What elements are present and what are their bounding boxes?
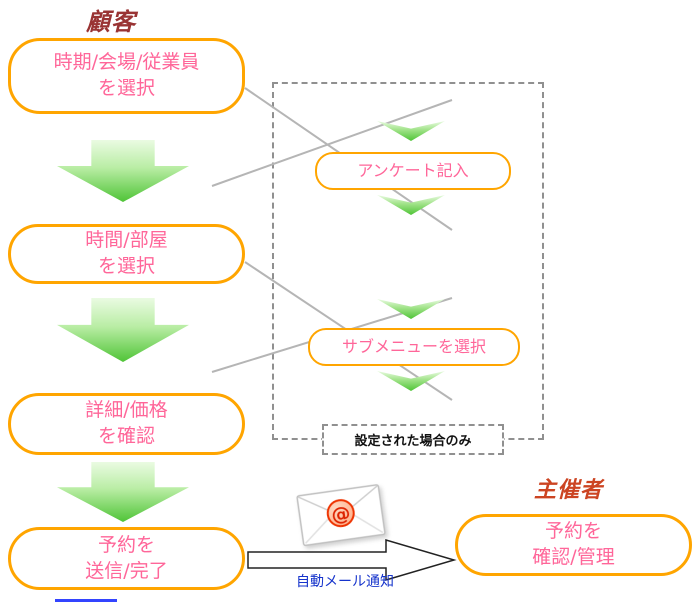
- step-label-line: を選択: [97, 255, 155, 277]
- step-organizer-confirm-manage: 予約を 確認/管理: [455, 514, 692, 576]
- organizer-section-title: 主催者: [534, 478, 604, 503]
- condition-note: 設定された場合のみ: [322, 424, 504, 455]
- optional-step-survey: アンケート記入: [315, 152, 511, 190]
- at-symbol-glyph: @: [330, 502, 352, 526]
- email-envelope-icon: @: [296, 484, 386, 547]
- down-arrow-icon: [57, 140, 189, 202]
- step-label-line: 時間/部屋: [85, 229, 168, 252]
- step-submit-reservation: 予約を 送信/完了: [8, 527, 245, 590]
- email-notify-arrow-icon: [247, 538, 457, 582]
- customer-section-title: 顧客: [86, 8, 136, 36]
- optional-step-submenu: サブメニューを選択: [308, 328, 520, 366]
- down-arrow-icon: [57, 298, 189, 362]
- step-confirm-details-price: 詳細/価格 を確認: [8, 393, 245, 455]
- condition-note-label: 設定された場合のみ: [354, 434, 472, 449]
- step-label-line: アンケート記入: [357, 161, 469, 181]
- at-symbol-icon: [326, 499, 355, 528]
- step-label-line: 詳細/価格: [85, 399, 168, 422]
- step-label-line: 確認/管理: [532, 546, 615, 568]
- step-label-line: 送信/完了: [85, 559, 168, 582]
- step-label-line: 時期/会場/従業員: [53, 51, 200, 74]
- step-select-period-venue-staff: 時期/会場/従業員 を選択: [8, 38, 245, 114]
- step-select-time-room: 時間/部屋 を選択: [8, 224, 245, 284]
- step-label-line: 予約を: [97, 533, 155, 556]
- bottom-blue-line: [55, 599, 117, 602]
- step-label-line: を確認: [97, 425, 155, 447]
- step-label-line: サブメニューを選択: [341, 337, 486, 357]
- email-notification-label: 自動メール通知: [296, 574, 394, 590]
- step-label-line: 予約を: [544, 520, 602, 543]
- step-label-line: を選択: [97, 77, 155, 99]
- down-arrow-icon: [57, 462, 189, 522]
